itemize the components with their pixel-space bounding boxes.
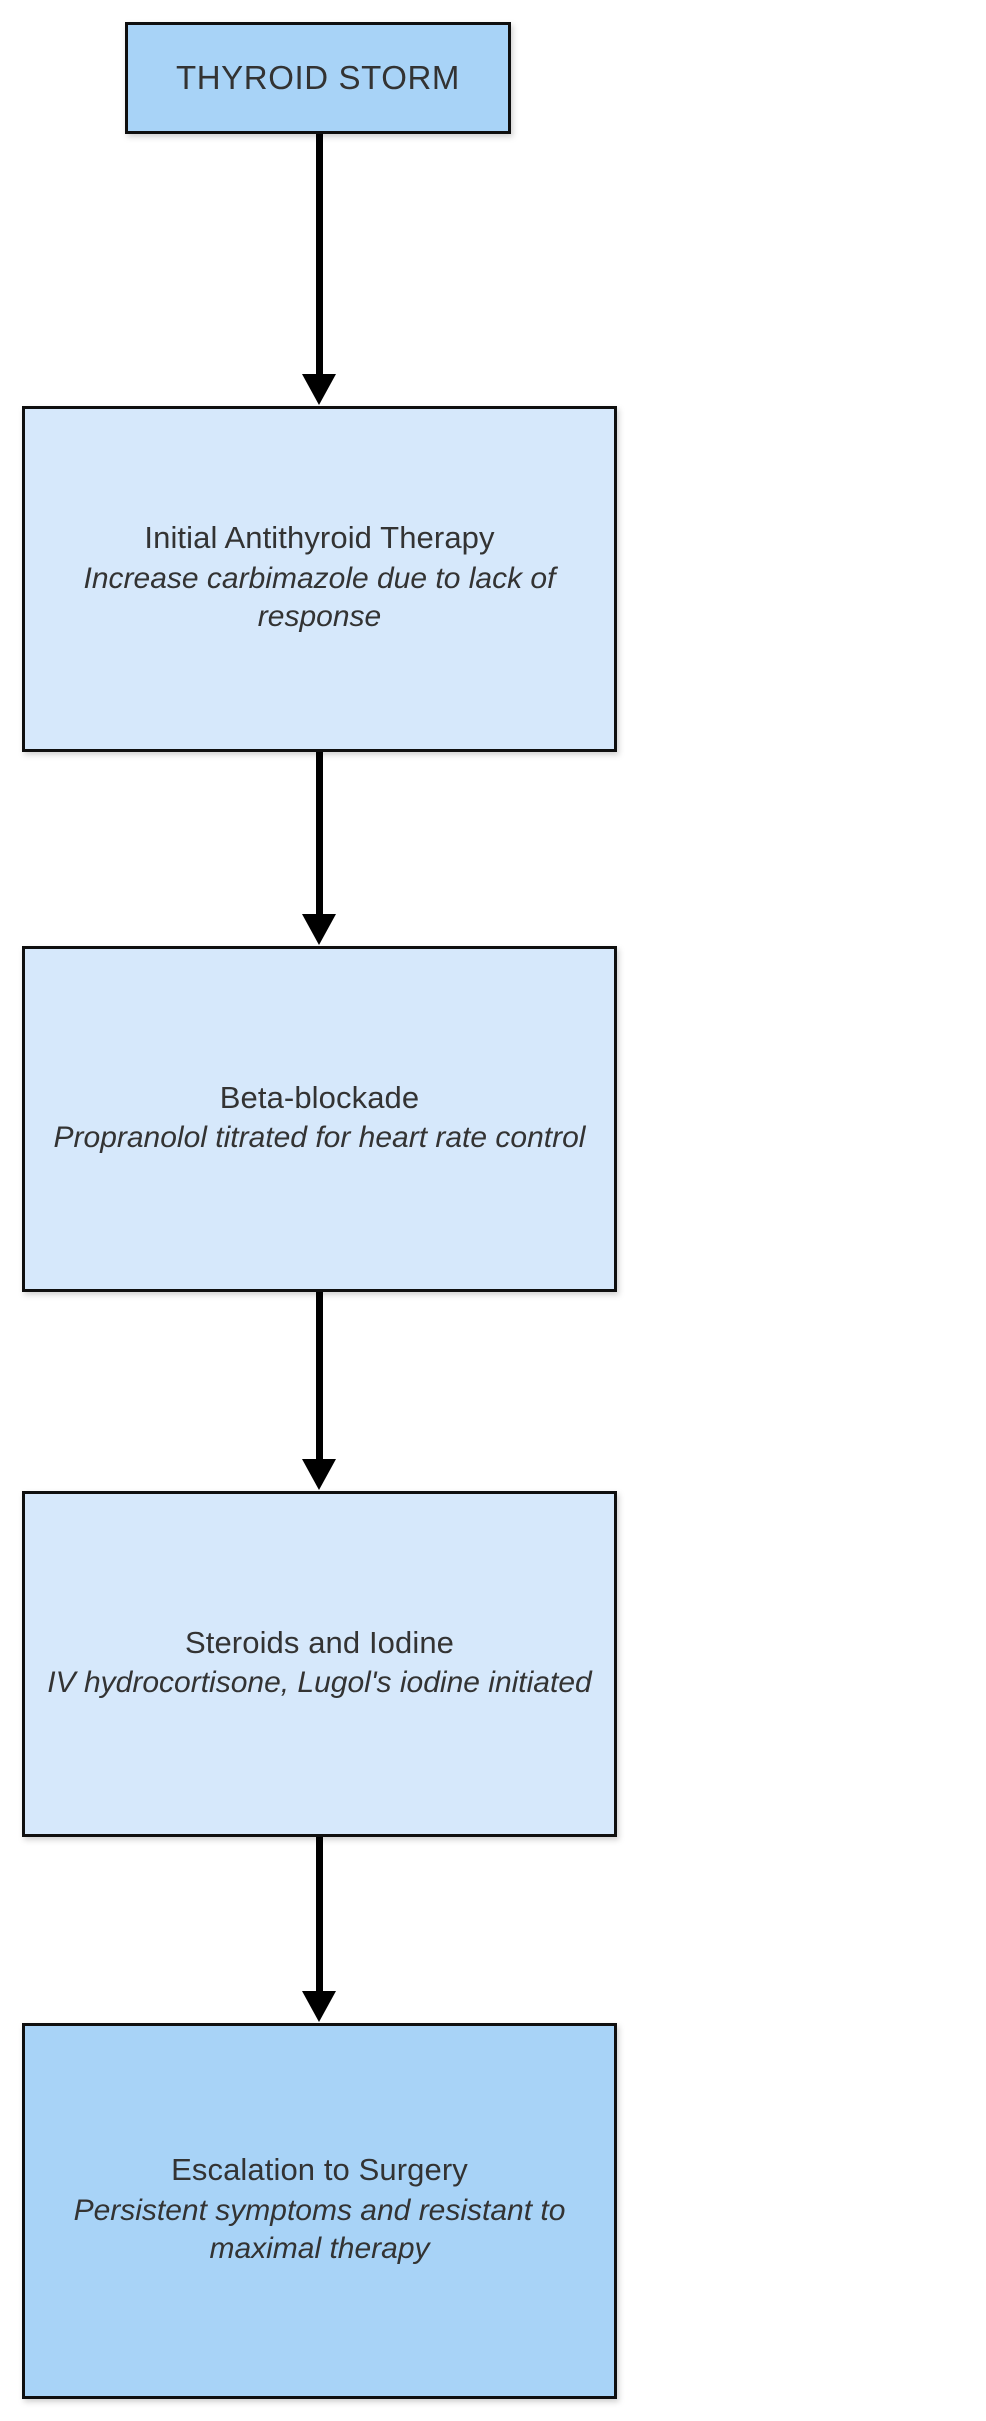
flow-node-title: Initial Antithyroid Therapy xyxy=(144,520,495,556)
flow-node-escalation-to-surgery[interactable]: Escalation to Surgery Persistent symptom… xyxy=(22,2023,617,2399)
flow-node-title: Steroids and Iodine xyxy=(184,1624,455,1660)
arrow-shaft xyxy=(316,752,323,915)
flow-node-subtitle: Increase carbimazole due to lack of resp… xyxy=(83,561,556,634)
arrow-head-down-icon xyxy=(302,1459,336,1490)
arrow-head-down-icon xyxy=(302,914,336,945)
flow-node-thyroid-storm[interactable]: THYROID STORM xyxy=(125,22,511,134)
arrow-head-down-icon xyxy=(302,374,336,405)
arrow-shaft xyxy=(316,1837,323,1992)
flow-node-title: Beta-blockade xyxy=(219,1079,420,1115)
flow-node-title: THYROID STORM xyxy=(175,59,461,97)
flow-arrow-thyroid-storm-to-initial-antithyroid-therapy xyxy=(302,134,336,405)
flow-node-title: Escalation to Surgery xyxy=(171,2152,468,2188)
flow-arrow-beta-blockade-to-steroids-and-iodine xyxy=(302,1292,336,1490)
flow-node-beta-blockade[interactable]: Beta-blockade Propranolol titrated for h… xyxy=(22,946,617,1292)
flow-arrow-initial-antithyroid-therapy-to-beta-blockade xyxy=(302,752,336,945)
arrow-shaft xyxy=(316,1292,323,1460)
arrow-head-down-icon xyxy=(302,1991,336,2022)
flow-node-subtitle: Persistent symptoms and resistant to max… xyxy=(73,2193,566,2266)
flow-node-steroids-and-iodine[interactable]: Steroids and Iodine IV hydrocortisone, L… xyxy=(22,1491,617,1837)
flow-node-initial-antithyroid-therapy[interactable]: Initial Antithyroid Therapy Increase car… xyxy=(22,406,617,752)
flow-node-subtitle: Propranolol titrated for heart rate cont… xyxy=(53,1121,586,1155)
flow-node-subtitle: IV hydrocortisone, Lugol's iodine initia… xyxy=(47,1666,592,1700)
arrow-shaft xyxy=(316,134,323,375)
flow-arrow-steroids-and-iodine-to-escalation-to-surgery xyxy=(302,1837,336,2022)
